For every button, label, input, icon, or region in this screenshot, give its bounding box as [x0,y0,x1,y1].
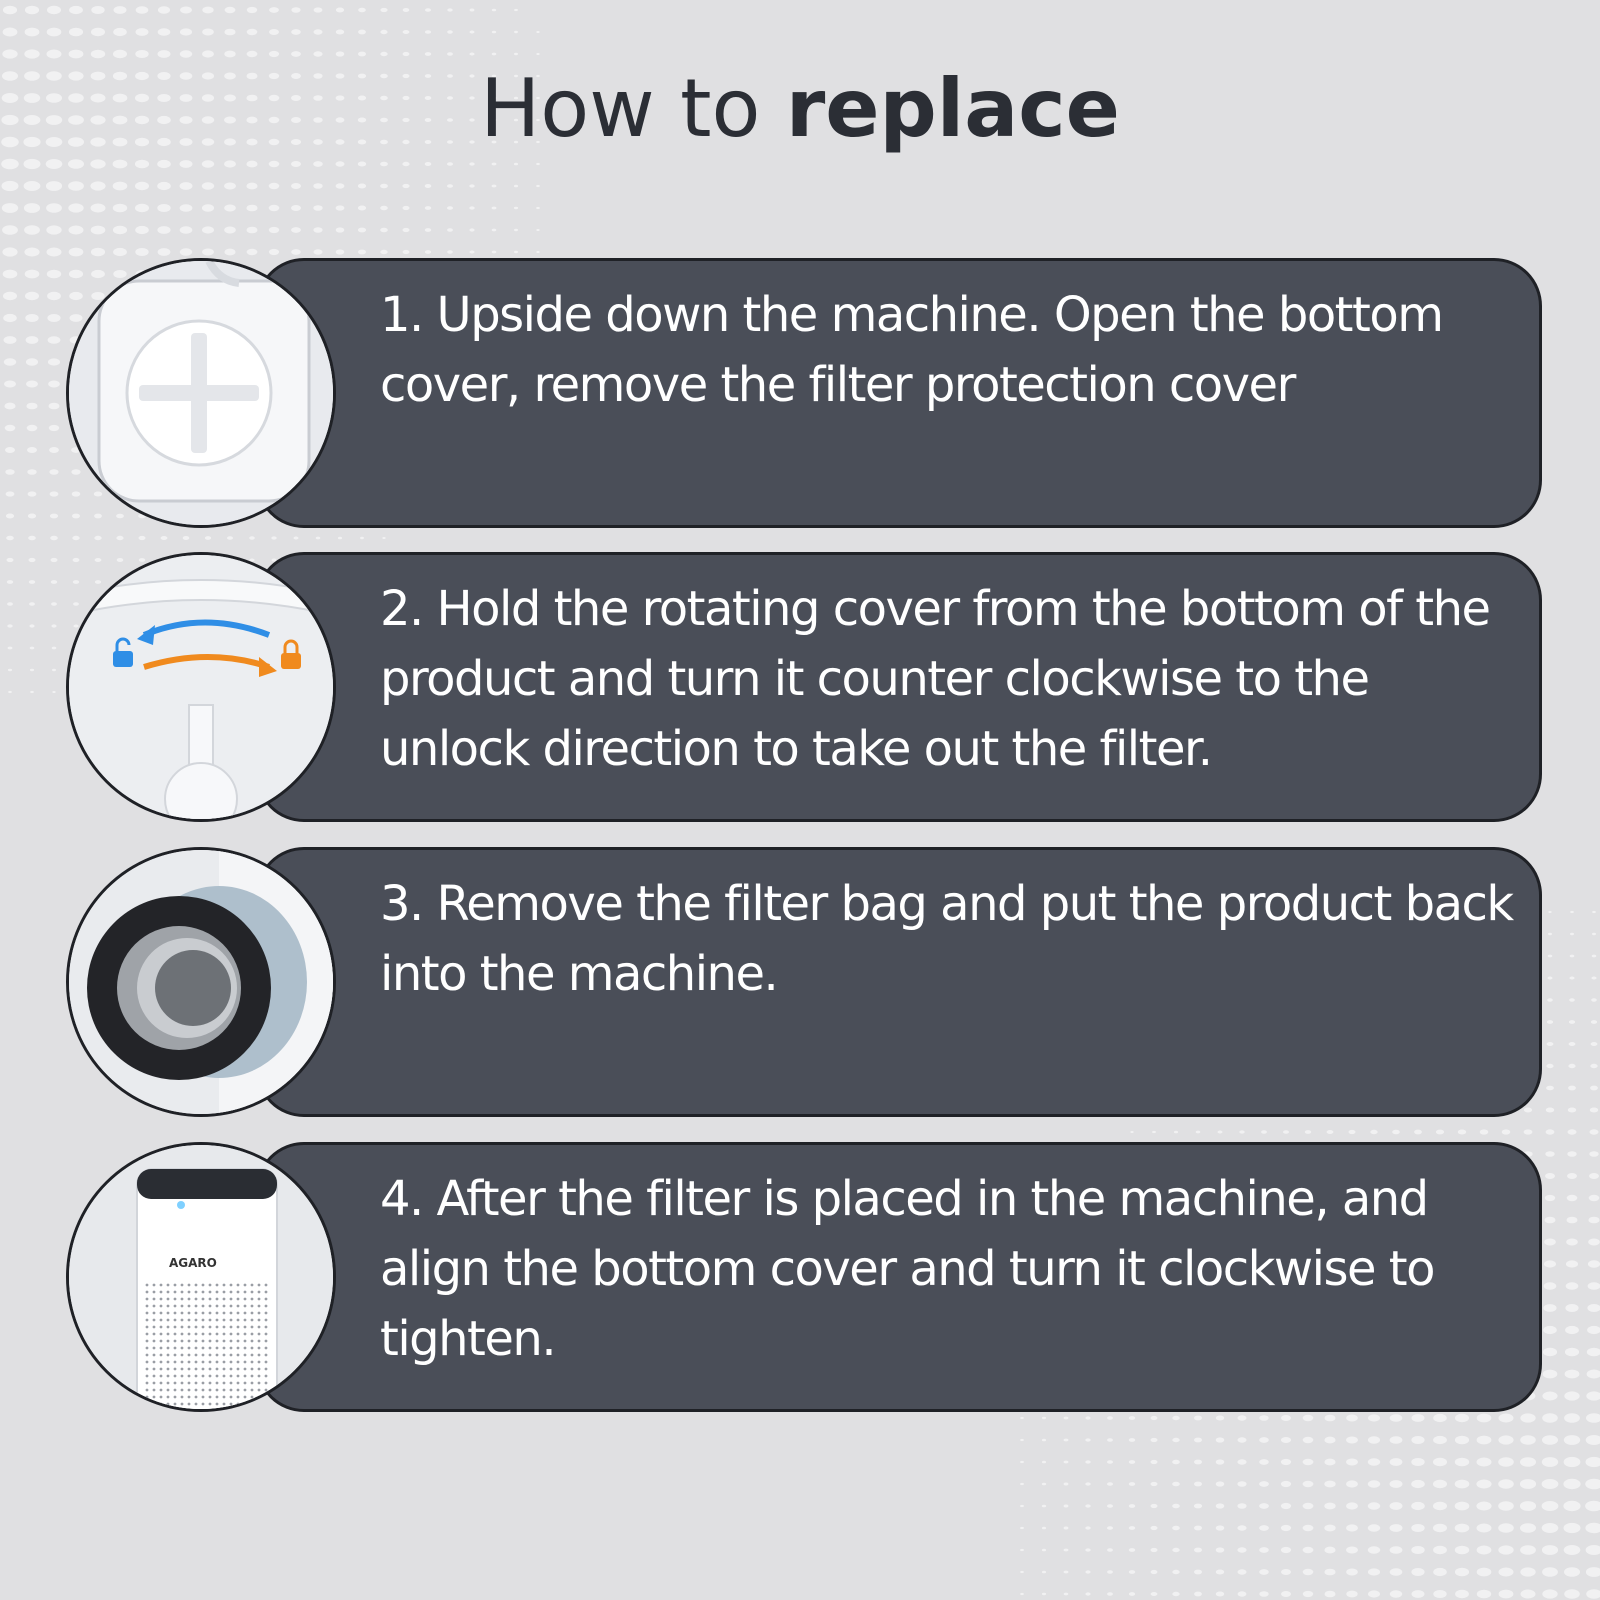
unlock-icon [113,651,133,667]
step-1-text: 1. Upside down the machine. Open the bot… [380,287,1444,413]
brand-logo: AGARO [169,1256,217,1270]
step-3-card [256,847,1542,1117]
step-4-card [256,1142,1542,1412]
title-regular: How to [480,62,786,155]
lock-icon [281,653,301,669]
clockwise-arrow [143,654,270,670]
page-title: How to replace [0,62,1600,155]
air-purifier-image: AGARO [66,1142,336,1412]
step-4-text: 4. After the filter is placed in the mac… [380,1171,1435,1367]
step-2-card [256,552,1542,822]
step-1: 1. Upside down the machine. Open the bot… [66,258,1542,528]
step-4: AGARO 4. After the filter is placed in t… [66,1142,1542,1412]
step-1-card [256,258,1542,528]
title-bold: replace [785,62,1120,155]
step-2-text: 2. Hold the rotating cover from the bott… [380,581,1491,777]
rotating-cover-unlock-image [66,552,336,822]
step-3: 3. Remove the filter bag and put the pro… [66,847,1542,1117]
counter-clockwise-arrow [142,619,271,638]
filter-cylinder-image [66,847,336,1117]
filter-protection-cover-image [66,258,336,528]
step-2: 2. Hold the rotating cover from the bott… [66,552,1542,822]
step-3-text: 3. Remove the filter bag and put the pro… [380,876,1514,1002]
